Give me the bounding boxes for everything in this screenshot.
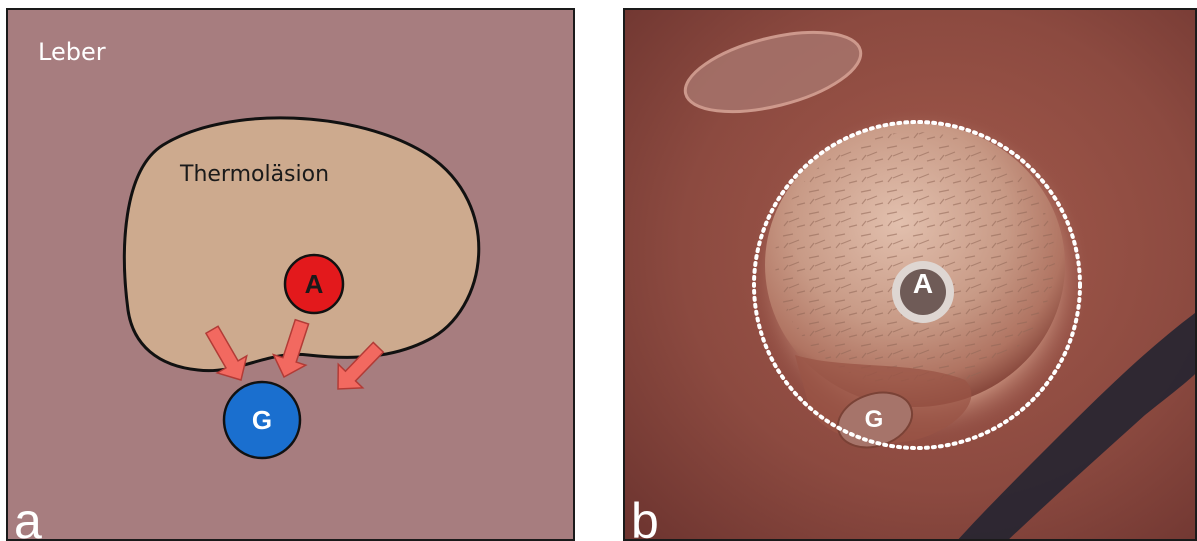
node-a-label: A: [284, 269, 344, 300]
lesion-label: Thermoläsion: [180, 162, 329, 187]
schematic-panel: Leber Thermoläsion A G a: [6, 8, 575, 541]
vessel-label: G: [849, 406, 899, 434]
node-g-label: G: [232, 405, 292, 436]
lesion-texture: [775, 132, 1055, 388]
probe-label: A: [893, 268, 953, 300]
panel-a-label: a: [14, 491, 42, 541]
photo-panel: A G b: [623, 8, 1197, 541]
organ-label: Leber: [38, 38, 106, 66]
panel-b-label: b: [631, 491, 659, 541]
